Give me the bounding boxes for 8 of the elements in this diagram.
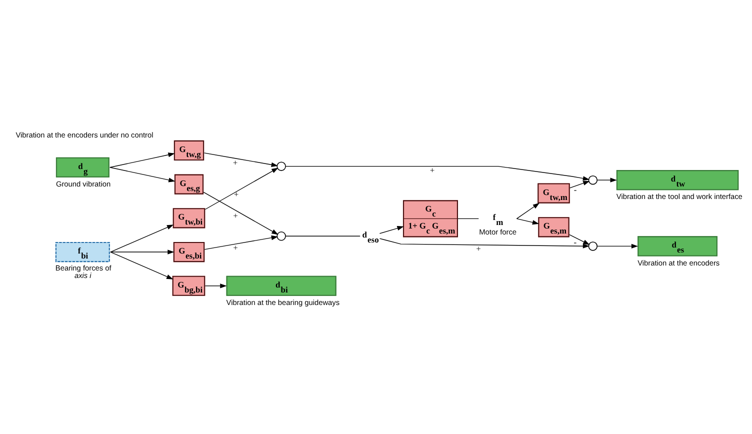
edge-label: + bbox=[234, 188, 239, 198]
edge-label: - bbox=[574, 236, 577, 247]
edge-label: + bbox=[233, 242, 238, 252]
edge-label: + bbox=[430, 164, 435, 175]
edge-label: + bbox=[233, 210, 238, 220]
edge-label: + bbox=[232, 157, 238, 168]
edge-label: + bbox=[476, 243, 481, 254]
edge-label: - bbox=[574, 184, 577, 194]
